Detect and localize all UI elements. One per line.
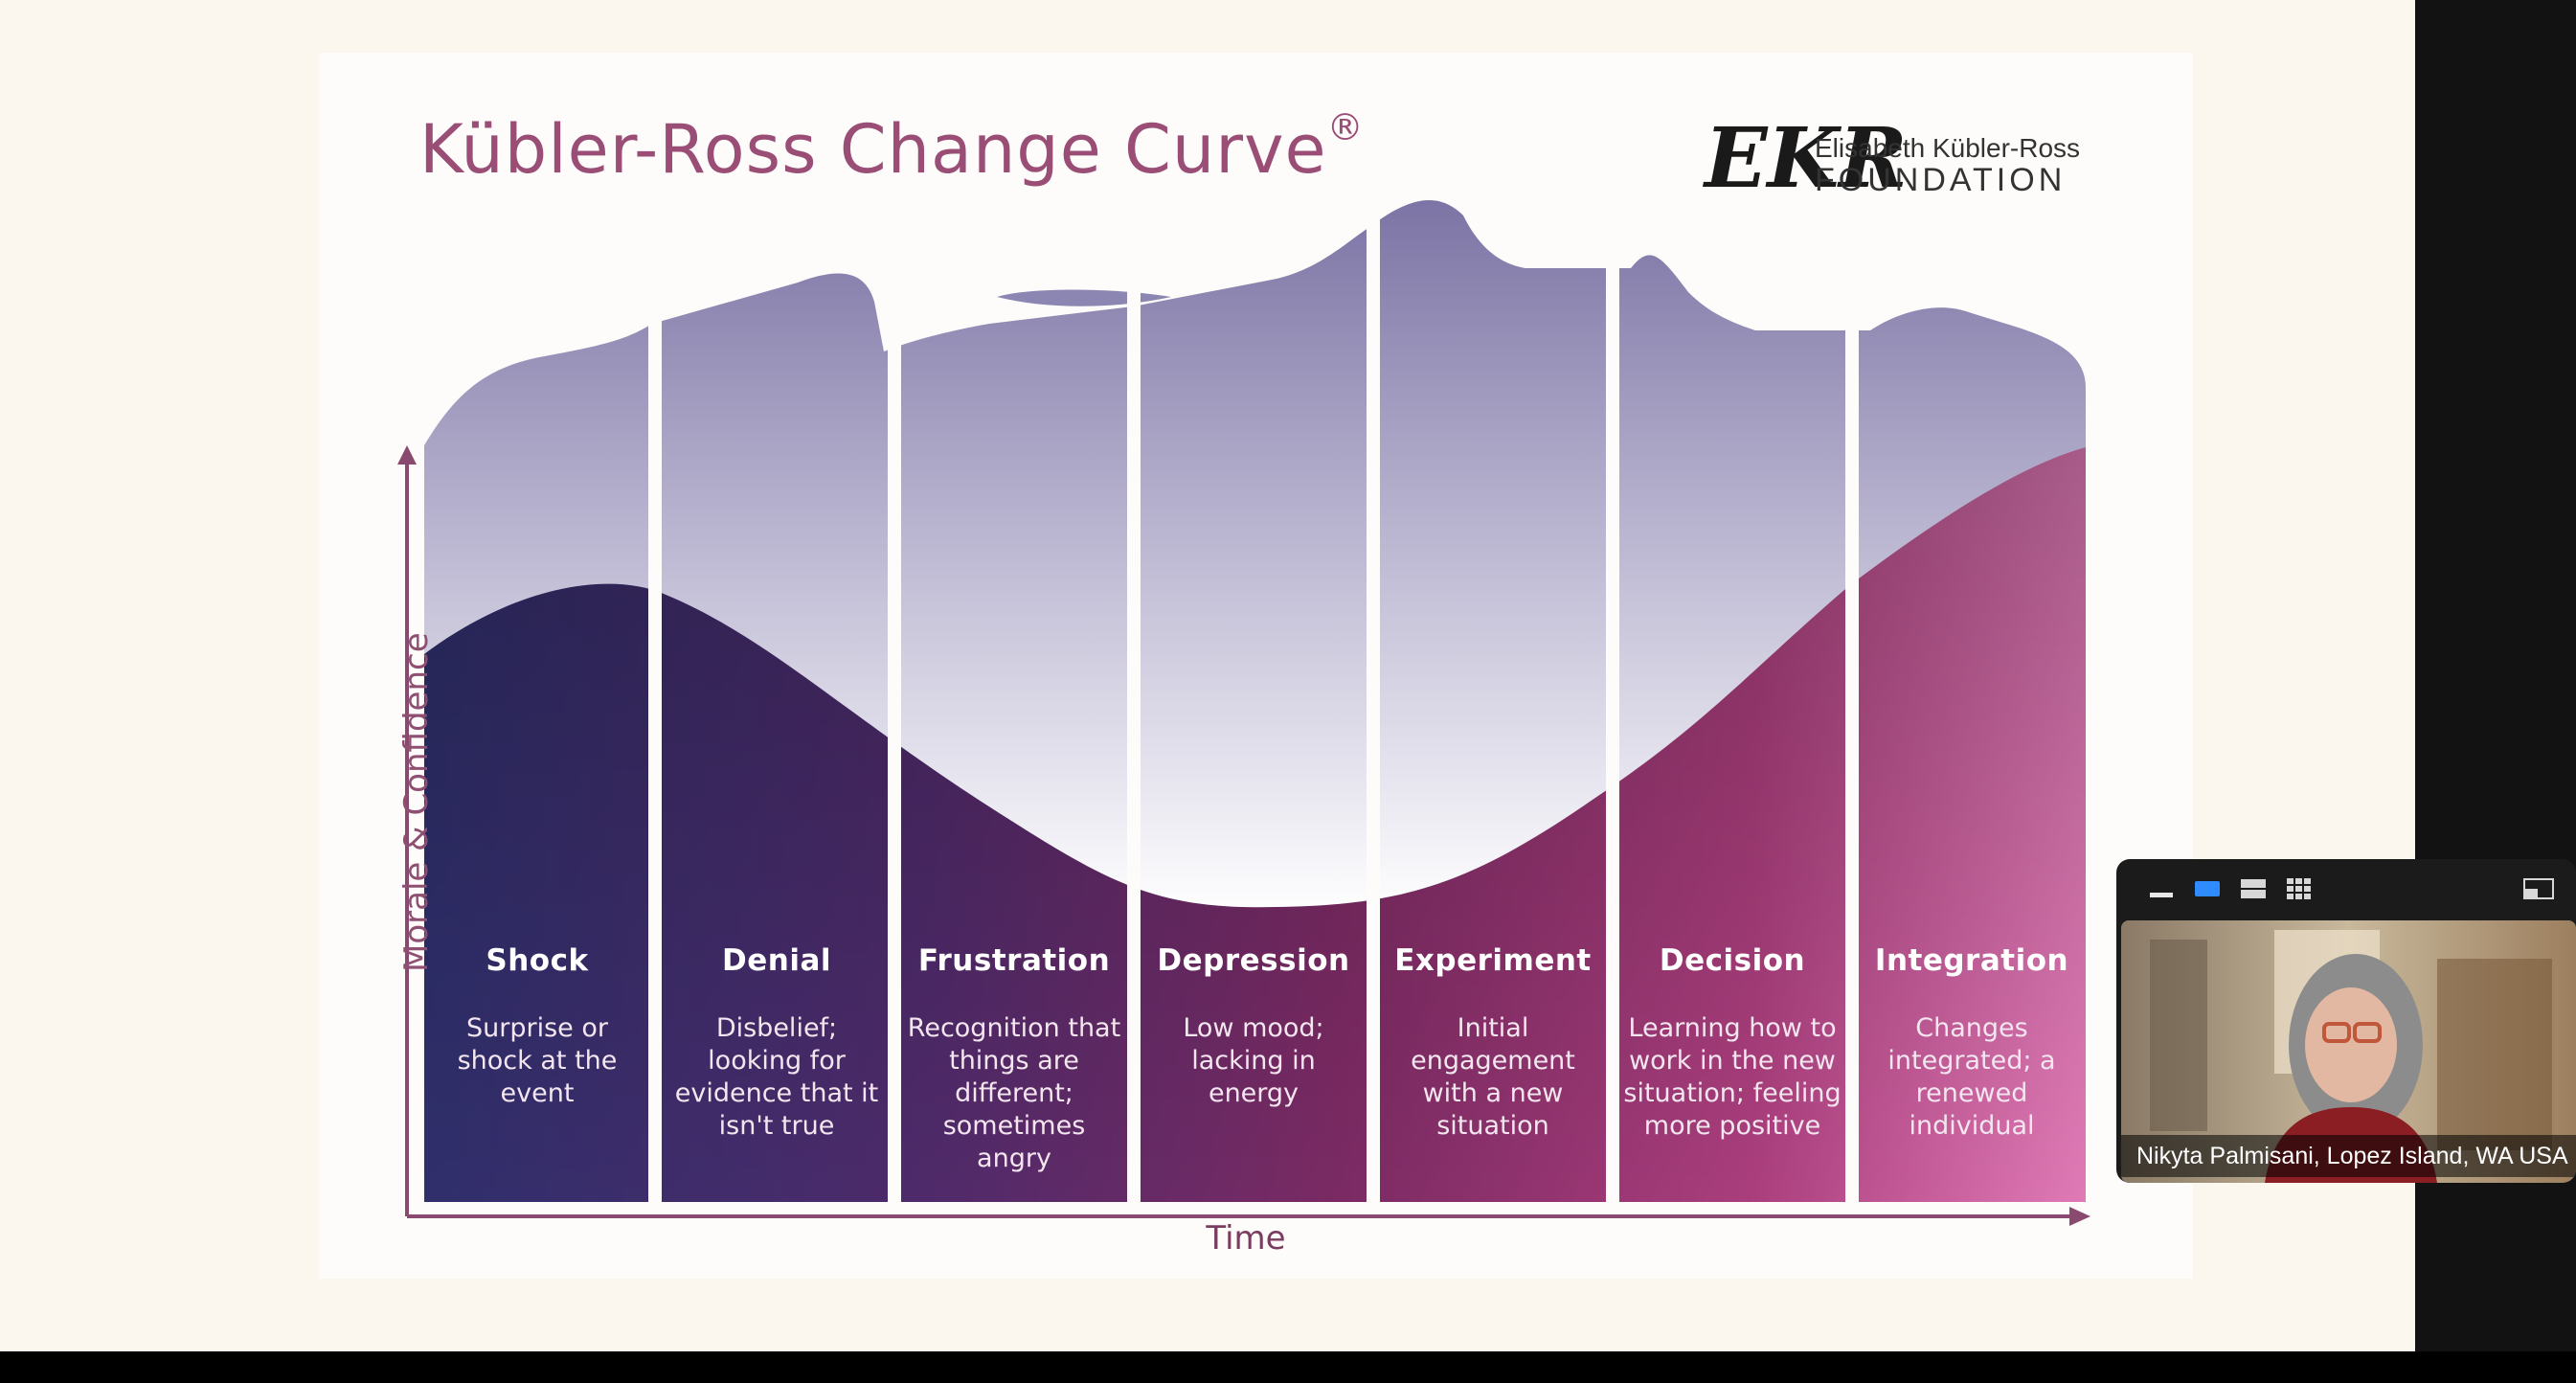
speaker-view-icon[interactable]: [2193, 876, 2222, 901]
shared-screen: Kübler-Ross Change Curve® EKR Elisabeth …: [0, 0, 2415, 1351]
participant-video-panel[interactable]: Nikyta Palmisani, Lopez Island, WA USA: [2116, 859, 2576, 1183]
strip-view-icon[interactable]: [2239, 876, 2268, 901]
video-panel-toolbar: [2116, 859, 2576, 918]
axes: [397, 445, 2090, 1226]
minimize-icon[interactable]: [2147, 876, 2176, 901]
expand-icon[interactable]: [2522, 876, 2554, 901]
participant-video[interactable]: Nikyta Palmisani, Lopez Island, WA USA: [2121, 920, 2576, 1183]
stage-description: Initial engagement with a new situation: [1411, 1013, 1575, 1141]
stage-name: Denial: [722, 943, 831, 978]
stage-description: Recognition that things are different; s…: [907, 1013, 1121, 1173]
x-axis-label: Time: [1206, 1219, 1286, 1258]
slide-title: Kübler-Ross Change Curve®: [419, 106, 1365, 189]
stage-description: Disbelief; looking for evidence that it …: [674, 1013, 879, 1141]
stage-frustration: Frustration Recognition that things are …: [901, 943, 1127, 1175]
stage-denial: Denial Disbelief; looking for evidence t…: [664, 943, 890, 1143]
change-curve-graphic: [397, 148, 2090, 1226]
logo-foundation: FOUNDATION: [1815, 162, 2067, 198]
y-axis-label: Morale & Confidence: [397, 632, 436, 972]
stage-description: Surprise or shock at the event: [457, 1013, 618, 1108]
stage-decision: Decision Learning how to work in the new…: [1619, 943, 1845, 1143]
logo-mark: EKR: [1705, 110, 1908, 207]
stage-description: Learning how to work in the new situatio…: [1623, 1013, 1842, 1141]
gallery-view-icon[interactable]: [2285, 876, 2314, 901]
stage-name: Experiment: [1394, 943, 1592, 978]
slide-title-text: Kübler-Ross Change Curve: [419, 110, 1327, 189]
logo-name: Elisabeth Kübler-Ross: [1815, 133, 2081, 163]
stage-name: Decision: [1659, 943, 1806, 978]
stage-experiment: Experiment Initial engagement with a new…: [1380, 943, 1606, 1143]
stage-name: Integration: [1874, 943, 2069, 978]
registered-mark: ®: [1326, 105, 1365, 148]
presentation-slide: Kübler-Ross Change Curve® EKR Elisabeth …: [319, 53, 2193, 1279]
bottom-bar: [0, 1351, 2576, 1383]
participant-name-label: Nikyta Palmisani, Lopez Island, WA USA: [2121, 1135, 2576, 1177]
stage-shock: Shock Surprise or shock at the event: [424, 943, 650, 1110]
stage-description: Changes integrated; a renewed individual: [1887, 1013, 2056, 1141]
stage-name: Shock: [486, 943, 589, 978]
stage-integration: Integration Changes integrated; a renewe…: [1859, 943, 2085, 1143]
column-dividers: [648, 148, 1859, 1202]
silhouette-detail: [997, 289, 1171, 306]
foundation-logo: EKR Elisabeth Kübler-Ross FOUNDATION: [1705, 118, 2145, 223]
stage-name: Depression: [1157, 943, 1350, 978]
stage-description: Low mood; lacking in energy: [1183, 1013, 1324, 1108]
stage-name: Frustration: [917, 943, 1111, 978]
stage-depression: Depression Low mood; lacking in energy: [1141, 943, 1367, 1110]
curve-shade: [424, 447, 2086, 1202]
